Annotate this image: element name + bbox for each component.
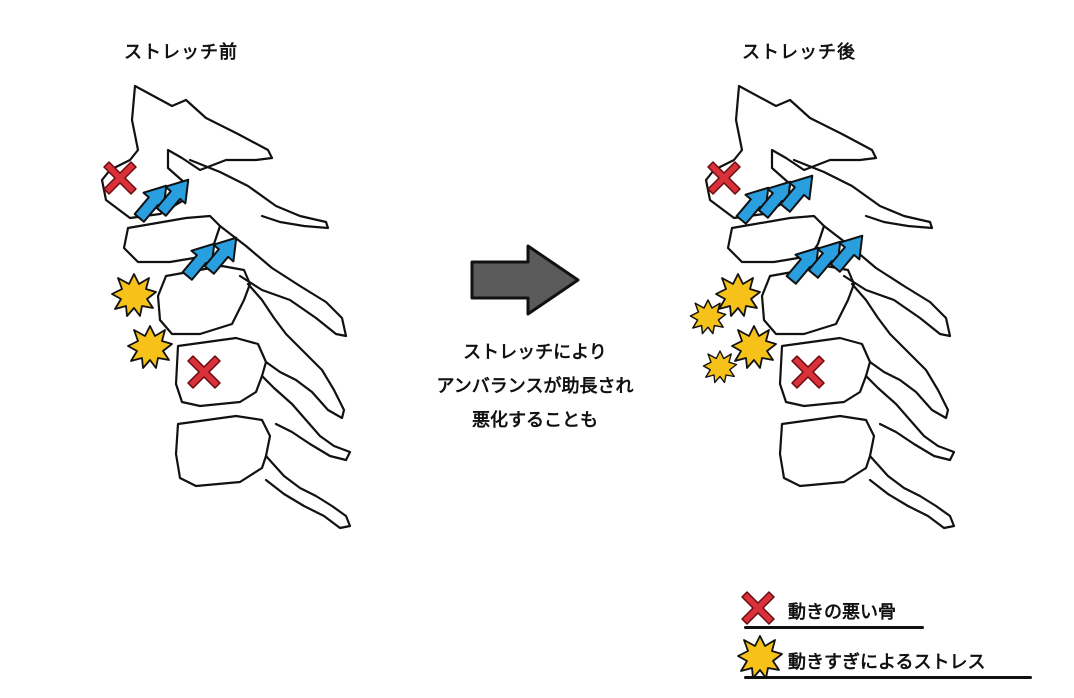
x-mark-icon [707, 161, 741, 195]
caption-line: アンバランスが助長され [436, 376, 634, 397]
burst-icon [111, 273, 157, 317]
title-after: ストレッチ後 [742, 42, 856, 63]
caption: ストレッチにより アンバランスが助長され 悪化することも [400, 336, 670, 438]
legend-underline [744, 626, 924, 629]
burst-icon [689, 299, 727, 335]
burst-icon [702, 350, 738, 384]
legend-item-stress: 動きすぎによるストレス [742, 640, 1042, 679]
title-before: ストレッチ前 [124, 42, 238, 63]
legend-item-stiff: 動きの悪い骨 [742, 590, 932, 629]
right-arrow-icon [470, 244, 580, 316]
x-mark-icon [187, 355, 221, 389]
burst-icon [731, 325, 777, 369]
legend-label: 動きすぎによるストレス [788, 652, 986, 673]
burst-icon [715, 273, 761, 317]
legend-underline [744, 676, 1032, 679]
caption-line: 悪化することも [472, 410, 598, 431]
burst-icon [127, 325, 173, 369]
caption-line: ストレッチにより [463, 342, 607, 363]
legend-label: 動きの悪い骨 [788, 602, 896, 623]
x-mark-icon [103, 161, 137, 195]
x-mark-icon [791, 355, 825, 389]
